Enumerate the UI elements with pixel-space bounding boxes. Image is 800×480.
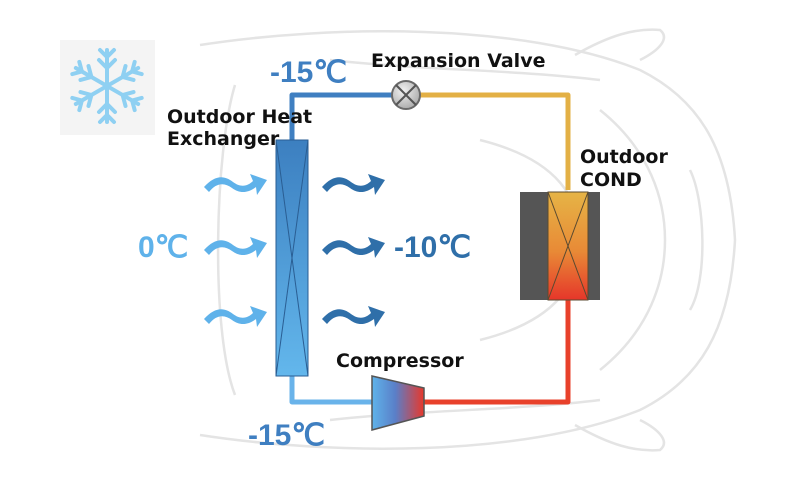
outlet-air-flow xyxy=(322,174,385,327)
car-outline xyxy=(199,28,737,452)
compressor-label: Compressor xyxy=(336,350,464,372)
air-flow-arrow-icon xyxy=(322,306,385,327)
snowflake-badge xyxy=(60,40,155,135)
top-pipe-temperature: -15℃ xyxy=(270,56,347,89)
condenser-label-line1: Outdoor xyxy=(580,146,668,168)
bottom-pipe-temperature: -15℃ xyxy=(248,419,325,452)
expansion-valve-label: Expansion Valve xyxy=(371,50,545,72)
air-flow-arrow-icon xyxy=(322,174,385,195)
outdoor-condenser xyxy=(520,191,600,301)
expansion-valve-icon xyxy=(391,80,421,110)
pipe-valve-to-cond xyxy=(420,92,571,190)
air-flow-arrow-icon xyxy=(204,306,267,327)
heat-exchanger-label-line2: Exchanger xyxy=(167,128,280,150)
condenser-label-line2: COND xyxy=(580,169,642,191)
pipe-cond-to-compressor xyxy=(424,300,571,405)
compressor xyxy=(371,375,425,431)
refrigerant-pipes xyxy=(289,92,571,405)
inlet-air-flow xyxy=(204,174,267,327)
outlet-air-temperature: -10℃ xyxy=(394,231,471,264)
heat-exchanger-label-line1: Outdoor Heat xyxy=(167,106,312,128)
pipe-hx-to-valve xyxy=(289,92,392,142)
air-flow-arrow-icon xyxy=(322,237,385,258)
air-flow-arrow-icon xyxy=(204,174,267,195)
snowflake-icon xyxy=(69,48,145,124)
inlet-air-temperature: 0℃ xyxy=(138,231,188,264)
air-flow-arrow-icon xyxy=(204,237,267,258)
pipe-hx-to-compressor xyxy=(289,375,372,405)
outdoor-heat-exchanger xyxy=(275,139,309,377)
